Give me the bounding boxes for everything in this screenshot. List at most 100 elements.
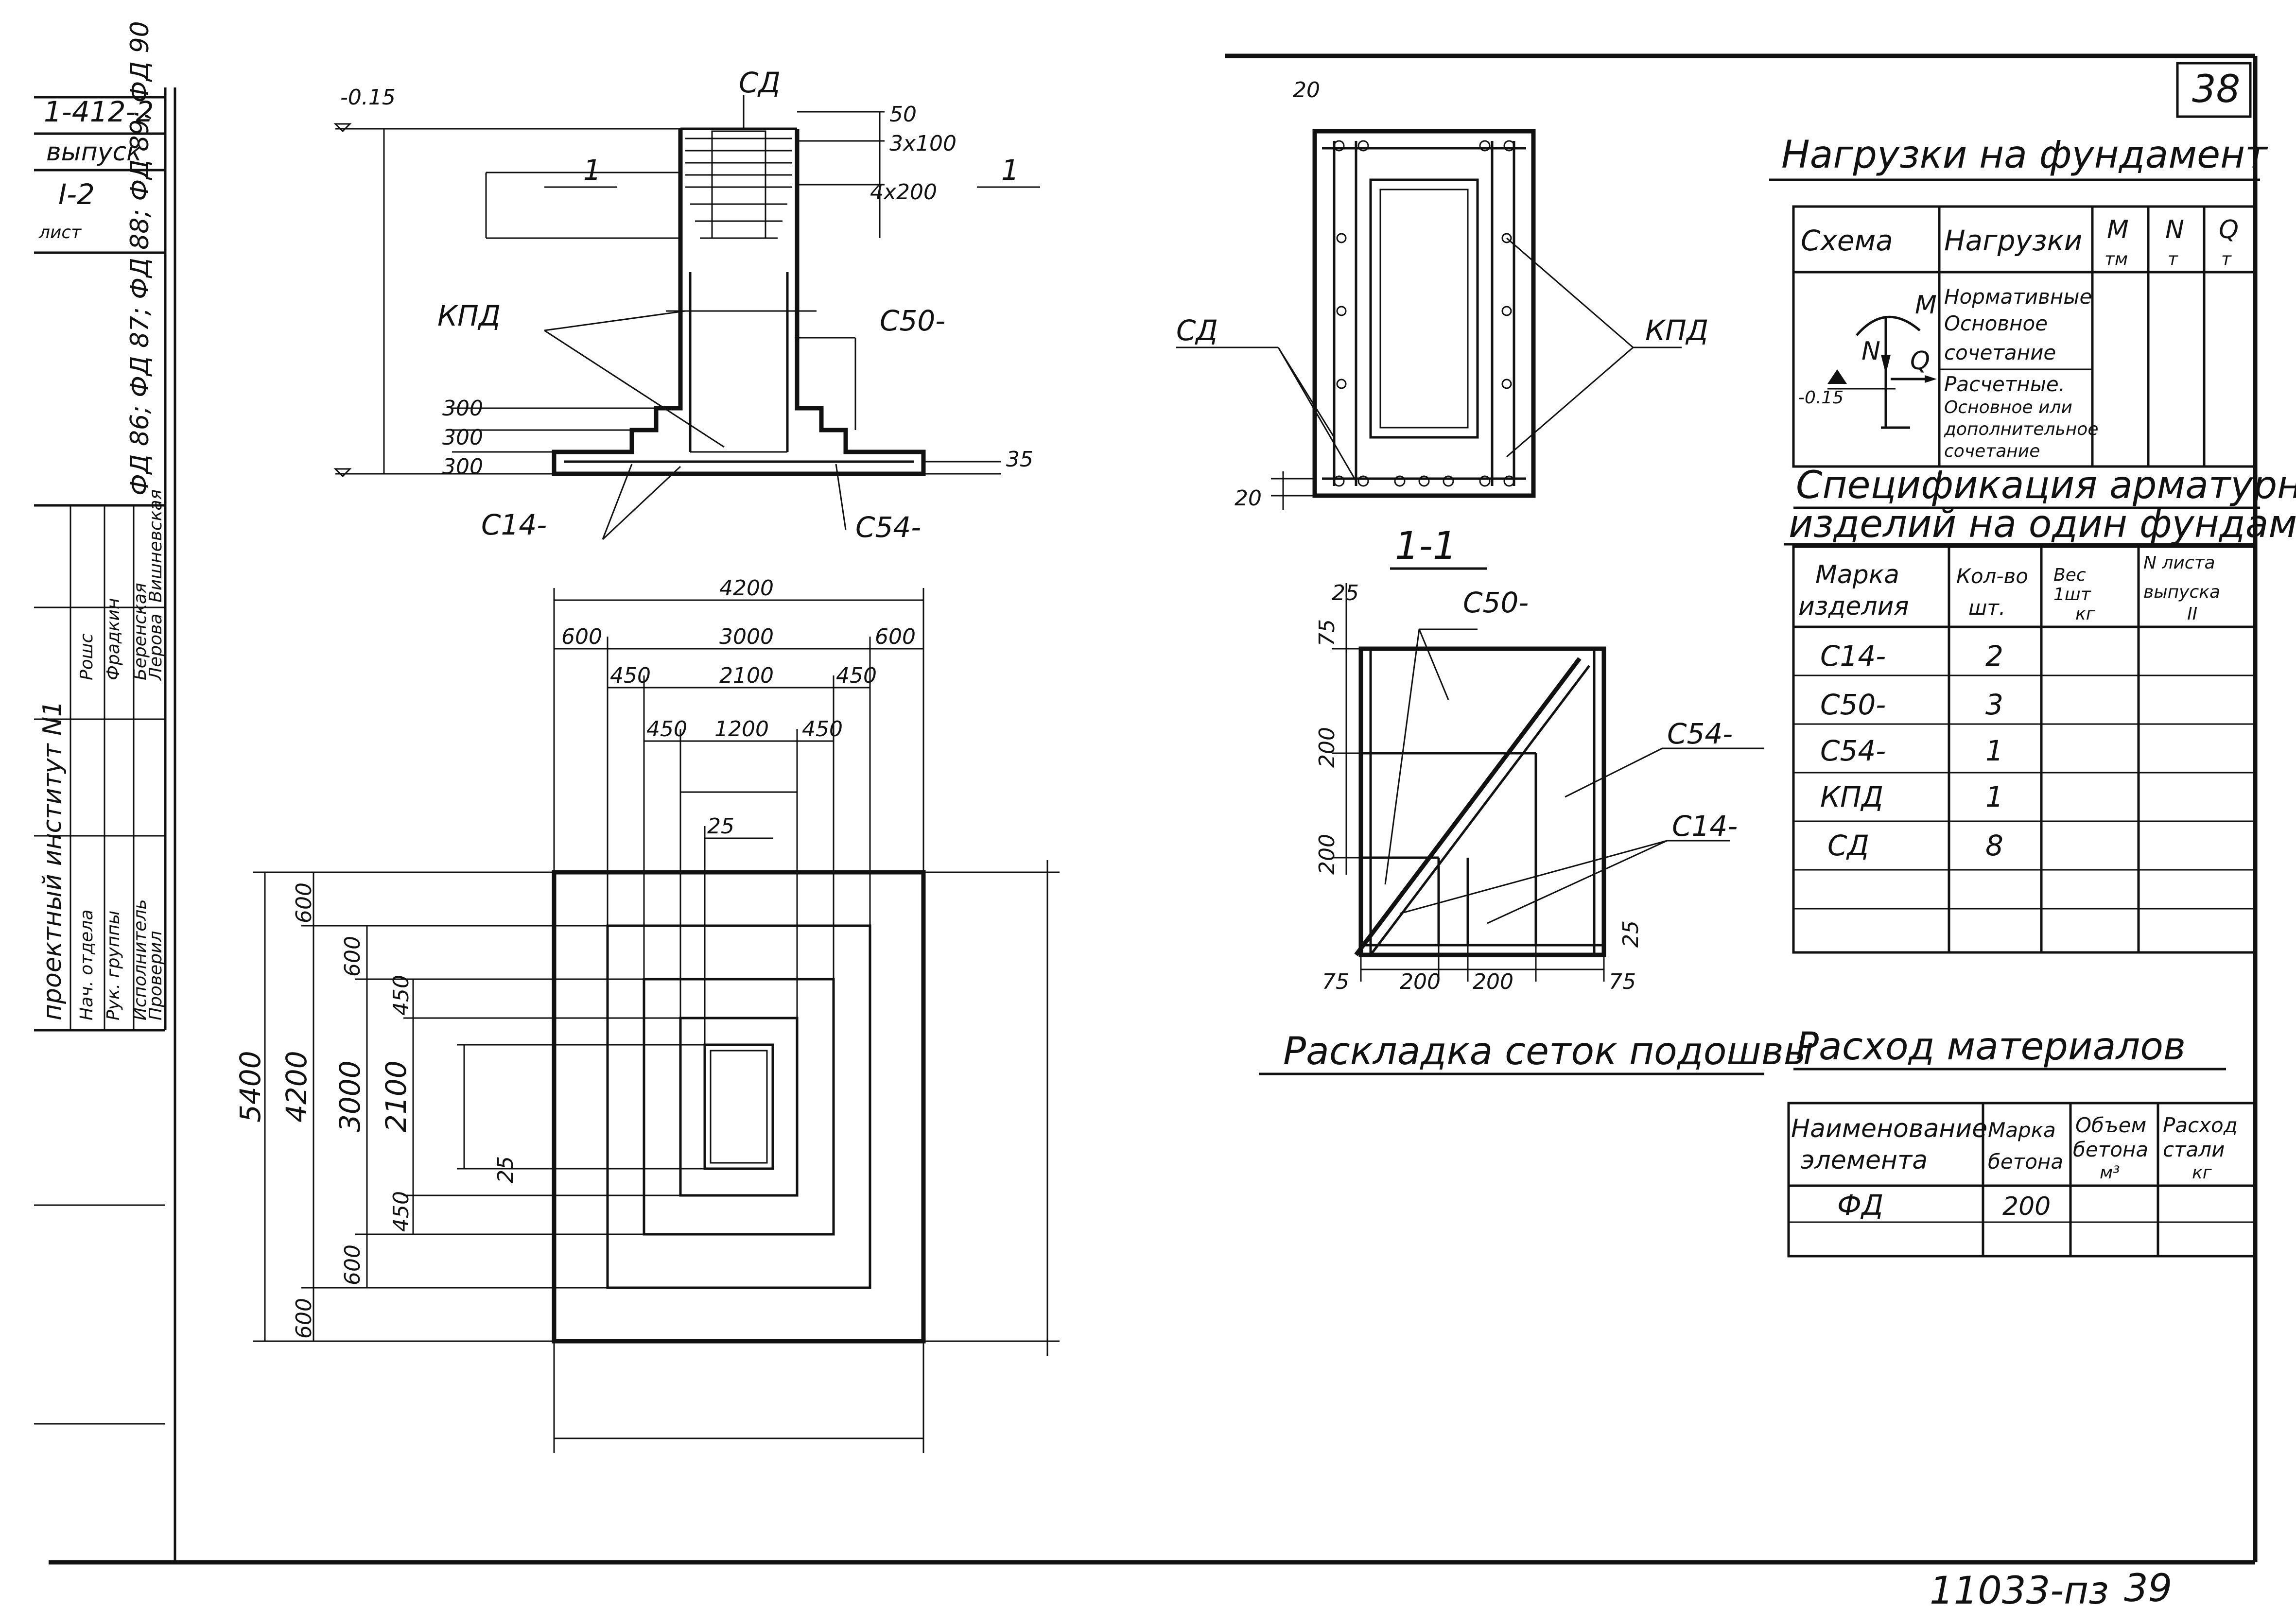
loads-r1-c: сочетание [1944,341,2056,364]
scheme-elev: -0.15 [1798,388,1844,408]
mesh-label-c50: С50- [1463,586,1529,619]
spec-h-qty-1: Кол-во [1956,564,2028,588]
loads-u-m: тм [2105,249,2128,269]
spec-table: Спецификация арматурных изделий на один … [1784,464,2296,954]
loads-h-loads: Нагрузки [1944,224,2082,257]
loads-r1-b: Основное [1944,311,2048,335]
mat-h-steel-2: стали [2163,1138,2225,1161]
mesh-dim-200b: 200 [1315,834,1339,875]
foundation-marks: ФД 86; ФД 87; ФД 88; ФД 89; ФД 90 [125,21,155,496]
name-1: Рошс [77,633,97,680]
mat-h-steel-1: Расход [2163,1113,2238,1137]
loads-r1-a: Нормативные [1944,285,2092,309]
loads-r2-a: Расчетные. [1944,372,2065,396]
spec-row-2-qty: 3 [1985,688,2003,721]
role-4: Исполнитель [130,899,150,1020]
spec-h-sheet-1: N листа [2143,553,2215,573]
section-1-1-title: 1-1 [1395,524,1457,568]
spec-row-5-mark: СД [1827,829,1869,862]
spec-h-mark-2: изделия [1798,592,1909,621]
name-5: Вишневская [146,489,166,603]
plan-h-2100: 2100 [380,1060,413,1132]
role-5: Проверил [146,931,166,1020]
plan-h-5400: 5400 [234,1051,267,1123]
mesh-dim-25b: 25 [1618,920,1643,948]
title-block: 1-412-2 выпуск I-2 лист ФД 86; ФД 87; ФД… [34,21,167,1425]
role-1: Нач. отдела [77,910,97,1020]
materials-table: Расход материалов Наименование элемента … [1787,1025,2257,1258]
role-3: Рук. группы [104,911,123,1020]
column-section-plan: СД КПД 20 20 1-1 [1176,78,1708,570]
footer-page: 39 [2124,1567,2172,1607]
label-cd: СД [739,66,781,99]
mat-h-name-2: элемента [1801,1146,1928,1175]
spec-h-qty-2: шт. [1968,596,2005,620]
plan-gap-25: 25 [707,814,734,839]
mat-h-vol-3: м³ [2100,1163,2120,1183]
spec-title-2: изделий на один фундамент [1789,502,2296,546]
spec-row: С54- 1 [1820,734,2003,767]
materials-row: ФД 200 [1837,1189,2051,1222]
loads-title: Нагрузки на фундамент [1781,133,2268,177]
plan-v-600c: 600 [340,1244,365,1285]
spec-row-3-mark: С54- [1820,734,1886,767]
plan-v-450a: 450 [389,975,414,1016]
plan-w-450d: 450 [802,717,843,742]
mesh-label-c14: С14- [1672,810,1738,843]
dim-300-1: 300 [442,396,483,421]
label-c54: С54- [855,511,921,544]
loads-table: Нагрузки на фундамент Схема Нагрузки M N… [1769,133,2268,468]
dim-35: 35 [1006,447,1033,472]
sheet-frame: 38 11033-пз 39 [49,53,2258,1607]
plan-w-600b: 600 [875,624,916,649]
name-2: Фрадкин [104,598,123,680]
plan-v-600b: 600 [340,936,365,977]
label-c50: С50- [880,304,945,337]
sheet-number-box [2176,62,2252,118]
spec-row: СД 8 [1827,829,2003,862]
mat-h-grade-2: бетона [1988,1150,2063,1174]
spec-h-sheet-2: выпуска [2143,582,2220,602]
section-label-left: 1 [583,154,601,187]
dim-300-2: 300 [442,425,483,450]
mat-h-name-1: Наименование [1791,1114,1987,1143]
plan-w-1200: 1200 [714,717,769,742]
scheme-n: N [1861,337,1880,366]
signature-table: Нач. отдела Гл. констр. Рошс Рук. группы… [34,489,166,1020]
spec-h-wt-3: кг [2075,604,2096,624]
scheme-q: Q [1910,346,1930,376]
dim-4x200: 4х200 [870,180,937,205]
mesh-title: Раскладка сеток подошвы [1283,1030,1813,1073]
mesh-dim-75c: 75 [1609,969,1636,994]
spec-h-sheet-3: II [2187,604,2197,624]
scheme-m: M [1915,291,1937,320]
spec-row-1-qty: 2 [1985,639,2003,673]
spec-row-2-mark: С50- [1820,688,1886,721]
plan-v-25: 25 [493,1156,518,1183]
spec-h-mark-1: Марка [1815,560,1899,589]
plan-w-450a: 450 [610,663,651,688]
series-code: 1-412-2 [44,95,154,128]
materials-title: Расход материалов [1796,1025,2186,1069]
spec-row-5-qty: 8 [1985,829,2003,862]
plan-w-600a: 600 [561,624,602,649]
spec-h-wt-2: 1шт [2053,585,2091,605]
section-1: -0.15 1 1 СД КПД С50- С14- С54- 50 3х100… [333,66,1040,544]
plan-w-4200: 4200 [719,576,774,601]
plan-v-450b: 450 [389,1191,414,1232]
plan-dim-20-bot: 20 [1235,486,1262,511]
loads-h-m: M [2107,215,2129,244]
loads-r2-b: Основное или [1944,397,2072,417]
spec-row-1-mark: С14- [1820,639,1886,673]
spec-row-4-mark: КПД [1820,780,1883,813]
mesh-dim-200c: 200 [1400,969,1441,994]
mat-h-grade-1: Марка [1988,1118,2056,1142]
plan-label-kpd: КПД [1645,314,1708,347]
mesh-dim-200a: 200 [1315,727,1339,768]
loads-r2-c: дополнительное [1944,419,2098,439]
plan-v-600d: 600 [292,1298,316,1339]
loads-h-scheme: Схема [1801,224,1893,257]
plan-h-3000: 3000 [333,1060,366,1132]
dim-50: 50 [889,102,917,127]
